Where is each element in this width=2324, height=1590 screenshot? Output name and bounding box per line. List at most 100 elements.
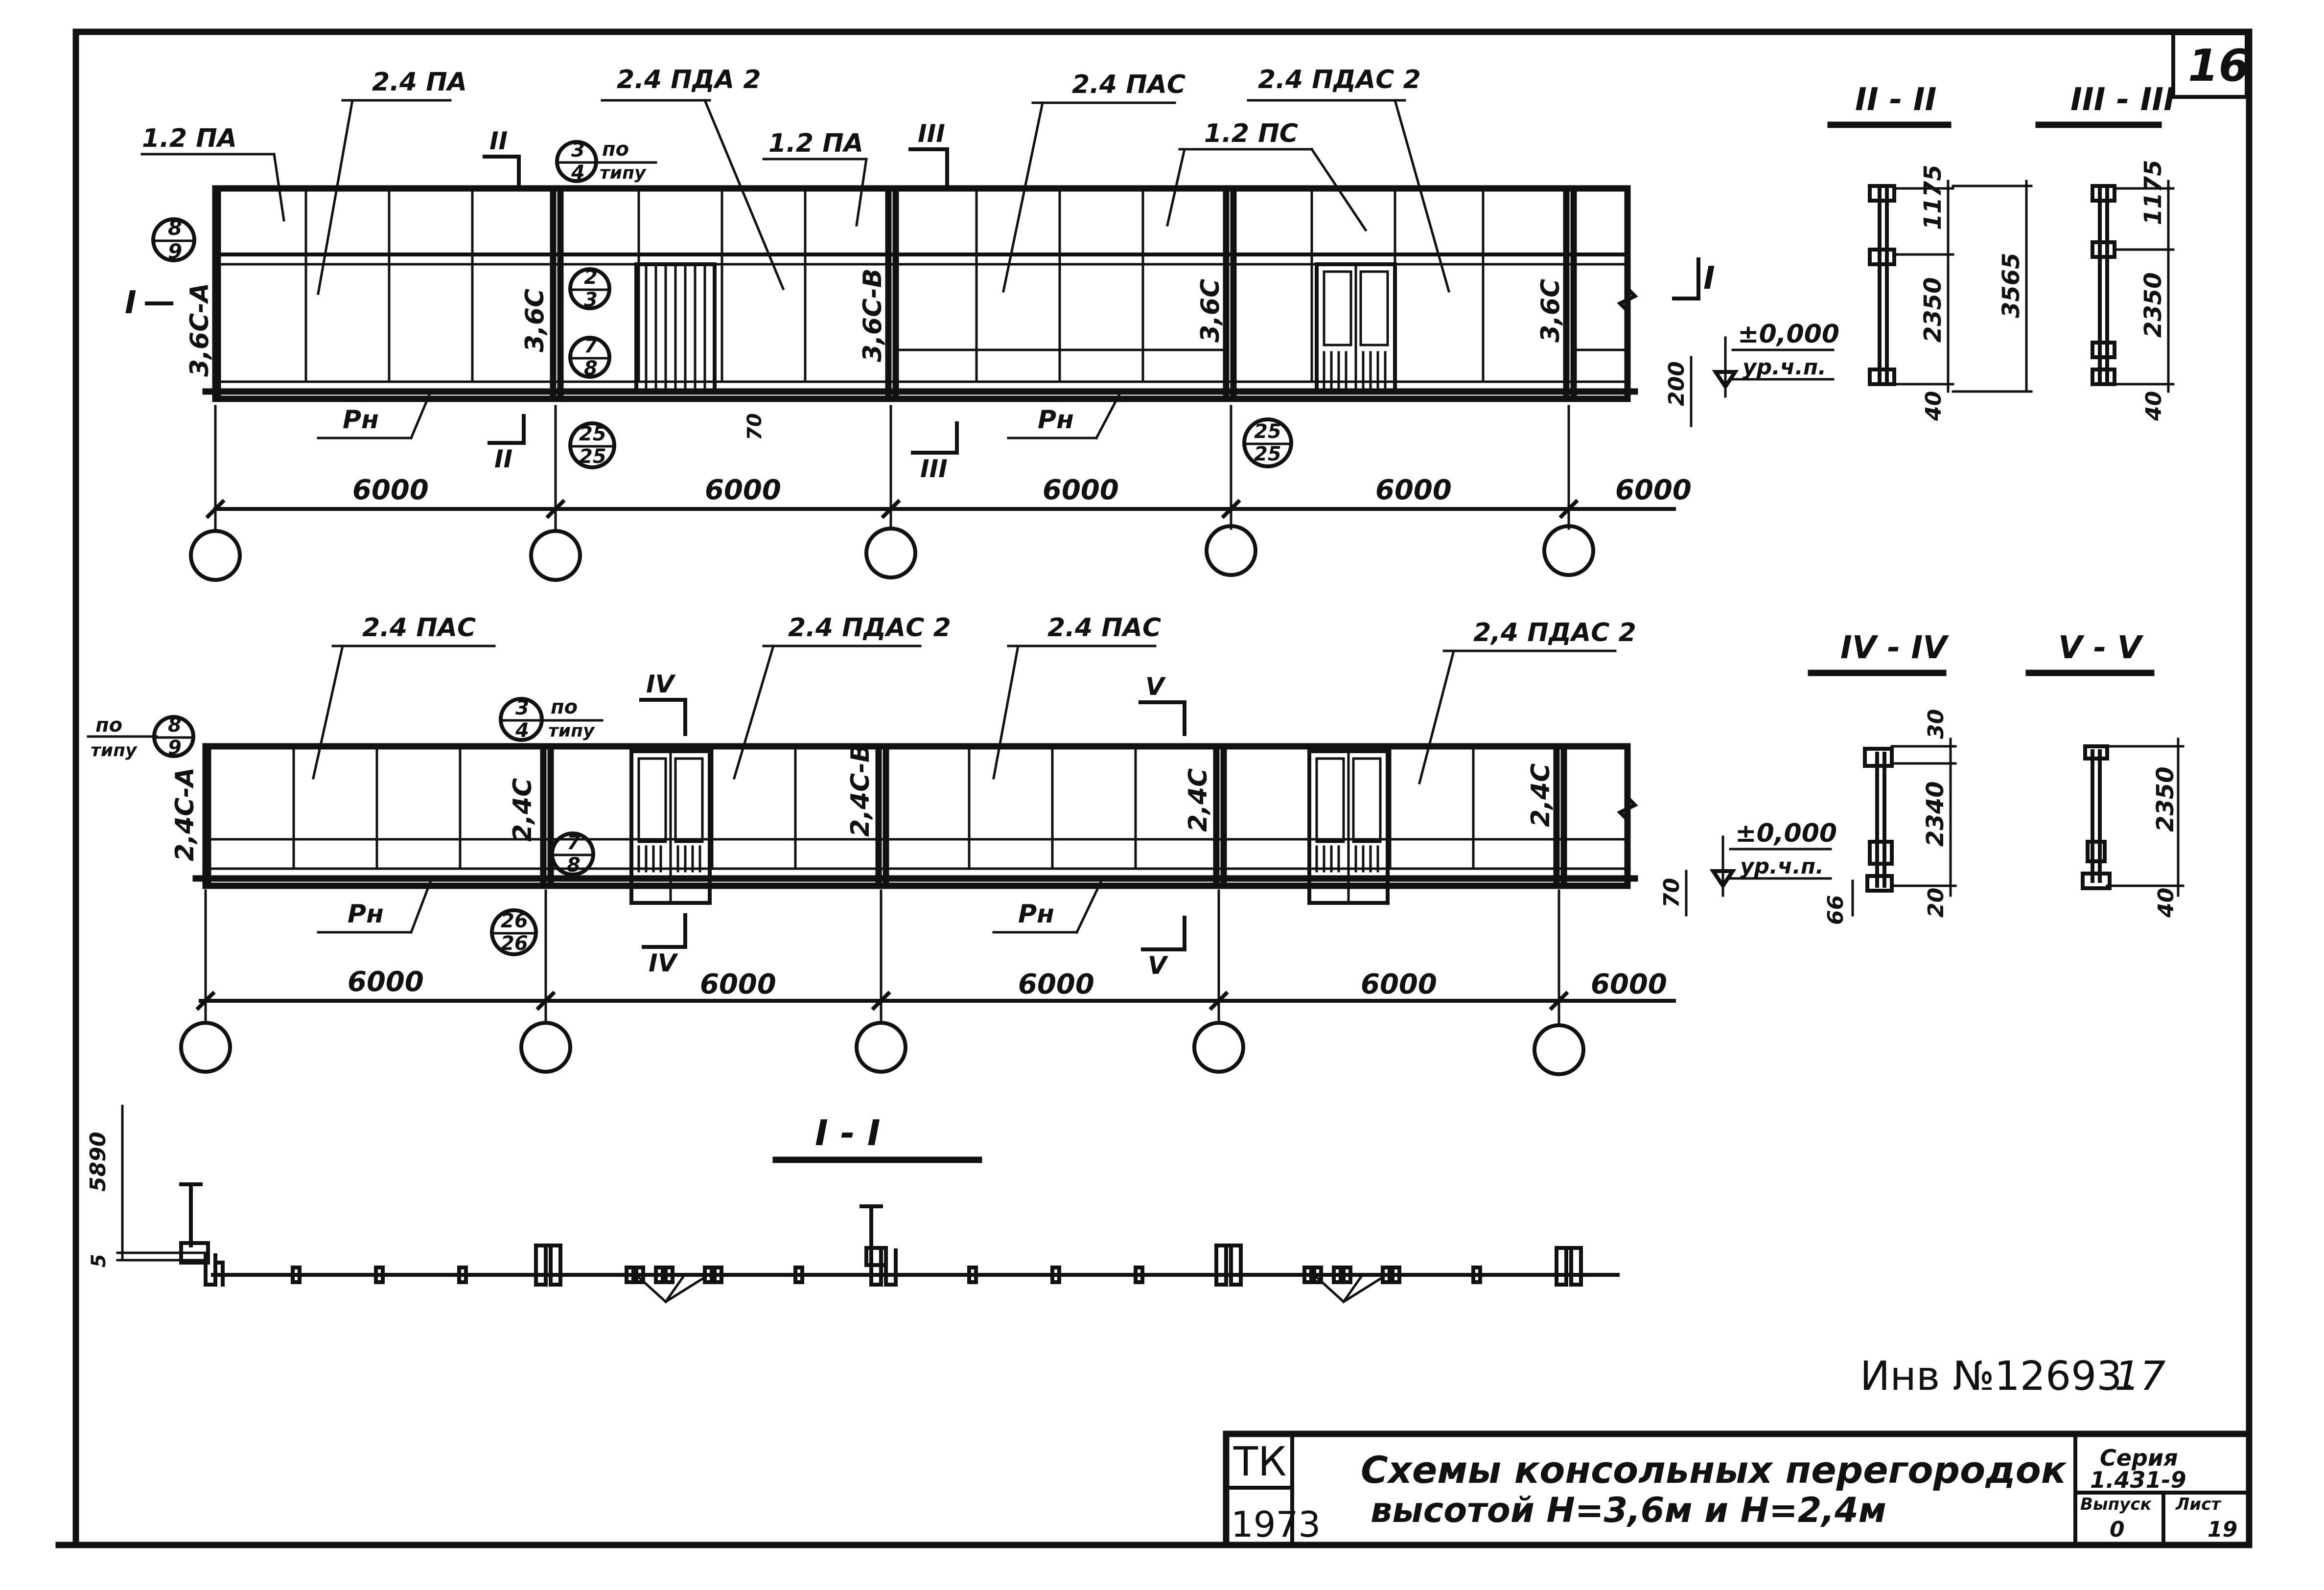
post-label: 3,6С-А <box>185 283 214 377</box>
panel-label: 2.4 ПАС <box>362 613 476 643</box>
section-mark-II: II II <box>483 127 526 473</box>
svg-text:III: III <box>920 455 948 483</box>
section-III-III: III - III 1175 2350 40 <box>2035 82 2175 421</box>
section-mark-V: V V <box>1139 672 1186 980</box>
section-II-II: II - II 1175 2350 40 3565 <box>1827 82 2033 421</box>
section-mark-IV: IV IV <box>639 670 687 977</box>
svg-text:Инв №12693.: Инв №12693. <box>1860 1353 2135 1400</box>
elevation-h36: 1.2 ПА 2.4 ПА 2.4 ПДА 2 1.2 ПА 2.4 ПАС 1… <box>125 65 1839 582</box>
series-label: Серия <box>2100 1445 2178 1471</box>
dim-70: 70 <box>744 413 766 440</box>
plan-columns <box>179 1182 888 1267</box>
year-stamp: 1973 <box>1231 1504 1321 1545</box>
elevation-h24: 2.4 ПАС 2.4 ПДАС 2 2.4 ПАС 2,4 ПДАС 2 2,… <box>87 613 1837 1076</box>
svg-text:ур.ч.п.: ур.ч.п. <box>1743 355 1826 380</box>
svg-text:6000: 6000 <box>1043 474 1119 506</box>
svg-text:1175: 1175 <box>2139 160 2167 225</box>
svg-text:по: по <box>95 714 122 737</box>
corner-tag: 16 <box>2188 40 2249 92</box>
svg-text:6000: 6000 <box>1375 474 1452 506</box>
svg-text:типу: типу <box>91 740 138 760</box>
svg-text:40: 40 <box>1921 391 1946 421</box>
plan-panel-joints <box>291 1266 1482 1284</box>
section-V-V: V - V 2350 40 <box>2025 630 2185 918</box>
rn-label: Рн <box>343 405 379 435</box>
svg-text:20: 20 <box>1924 888 1949 918</box>
svg-text:2350: 2350 <box>1919 277 1947 343</box>
svg-text:6000: 6000 <box>700 968 776 1000</box>
level-mark: ±0,000 ур.ч.п. <box>1712 320 1839 398</box>
svg-text:III: III <box>918 119 945 148</box>
svg-text:4: 4 <box>571 161 585 184</box>
title-block: ТК 1973 Схемы консольных перегородок выс… <box>55 1430 2253 1548</box>
post-label: 2,4С-В <box>846 743 875 837</box>
svg-text:2350: 2350 <box>2152 766 2179 832</box>
note-po: по <box>602 138 629 161</box>
svg-text:7: 7 <box>584 335 598 357</box>
svg-text:8: 8 <box>567 854 581 876</box>
note-tipu: типу <box>600 163 647 183</box>
door-hatch-1 <box>645 265 706 391</box>
drawing-title-line1: Схемы консольных перегородок <box>1361 1448 2068 1492</box>
svg-text:25: 25 <box>1254 420 1281 443</box>
post-label: 3,6С <box>1536 279 1565 343</box>
callout-25-25: 25 25 <box>1242 417 1293 468</box>
sheet-label: Лист <box>2175 1495 2222 1514</box>
svg-text:30: 30 <box>1924 709 1949 739</box>
panel-label: 2.4 ПАС <box>1072 70 1185 99</box>
svg-text:типу: типу <box>548 721 595 741</box>
svg-text:2350: 2350 <box>2139 272 2167 338</box>
post-label: 3,6С <box>520 289 550 352</box>
callout-3-4: 3 4 по типу <box>499 696 604 742</box>
door-hatch-3 <box>637 845 701 873</box>
svg-text:ур.ч.п.: ур.ч.п. <box>1740 854 1824 879</box>
issue-value: 0 <box>2110 1517 2125 1542</box>
svg-text:II: II <box>494 445 512 473</box>
callout-3-4: 3 4 по типу <box>555 138 657 184</box>
svg-text:2: 2 <box>584 266 598 289</box>
svg-text:40: 40 <box>2154 888 2179 918</box>
svg-text:17: 17 <box>2115 1353 2165 1400</box>
rn-label: Рн <box>1018 899 1054 929</box>
panel-label: 2.4 ПДАС 2 <box>788 613 951 643</box>
svg-text:II - II: II - II <box>1855 82 1936 118</box>
svg-text:6000: 6000 <box>352 474 429 506</box>
panel-label: 1.2 ПА <box>768 129 863 158</box>
svg-text:II: II <box>489 127 508 155</box>
callout-7-8: 7 8 <box>568 335 611 380</box>
svg-text:9: 9 <box>168 239 182 263</box>
svg-text:V: V <box>1145 672 1166 701</box>
svg-text:IV - IV: IV - IV <box>1840 630 1949 666</box>
svg-text:26: 26 <box>501 910 528 932</box>
svg-text:IV: IV <box>649 949 678 977</box>
svg-text:I - I: I - I <box>815 1112 881 1153</box>
callout-26-26: 26 26 <box>490 908 538 956</box>
svg-text:6000: 6000 <box>1615 474 1692 506</box>
plan-posts <box>204 1244 1583 1287</box>
post-label: 2,4С <box>1184 768 1213 832</box>
svg-text:25: 25 <box>579 423 606 445</box>
post-label: 2,4С-А <box>170 767 200 861</box>
grid-bubbles-2 <box>179 1021 1585 1076</box>
panel-label: 2.4 ПАС <box>1047 613 1161 643</box>
svg-text:8: 8 <box>168 714 182 737</box>
section-mark-III: III III <box>908 119 959 483</box>
svg-text:I: I <box>125 285 137 321</box>
callout-7-8: 7 8 <box>550 831 595 876</box>
svg-text:6000: 6000 <box>1018 968 1094 1000</box>
section-mark-I: I I <box>125 257 1715 321</box>
panel-label: 2.4 ПДАС 2 <box>1258 65 1421 94</box>
issue-label: Выпуск <box>2080 1495 2152 1514</box>
post-label: 2,4С <box>1526 763 1556 827</box>
post-label: 3,6С-В <box>858 269 887 363</box>
svg-text:IV: IV <box>646 670 676 698</box>
svg-text:9: 9 <box>168 737 182 759</box>
svg-text:66: 66 <box>1823 895 1848 925</box>
inventory-number: Инв №12693. 17 <box>1860 1353 2165 1400</box>
plan-dim-5890: 5890 <box>86 1132 111 1192</box>
svg-text:7: 7 <box>567 831 581 854</box>
panel-label: 1.2 ПС <box>1204 119 1298 148</box>
svg-text:I: I <box>1703 260 1715 297</box>
svg-text:6000: 6000 <box>1591 968 1667 1000</box>
